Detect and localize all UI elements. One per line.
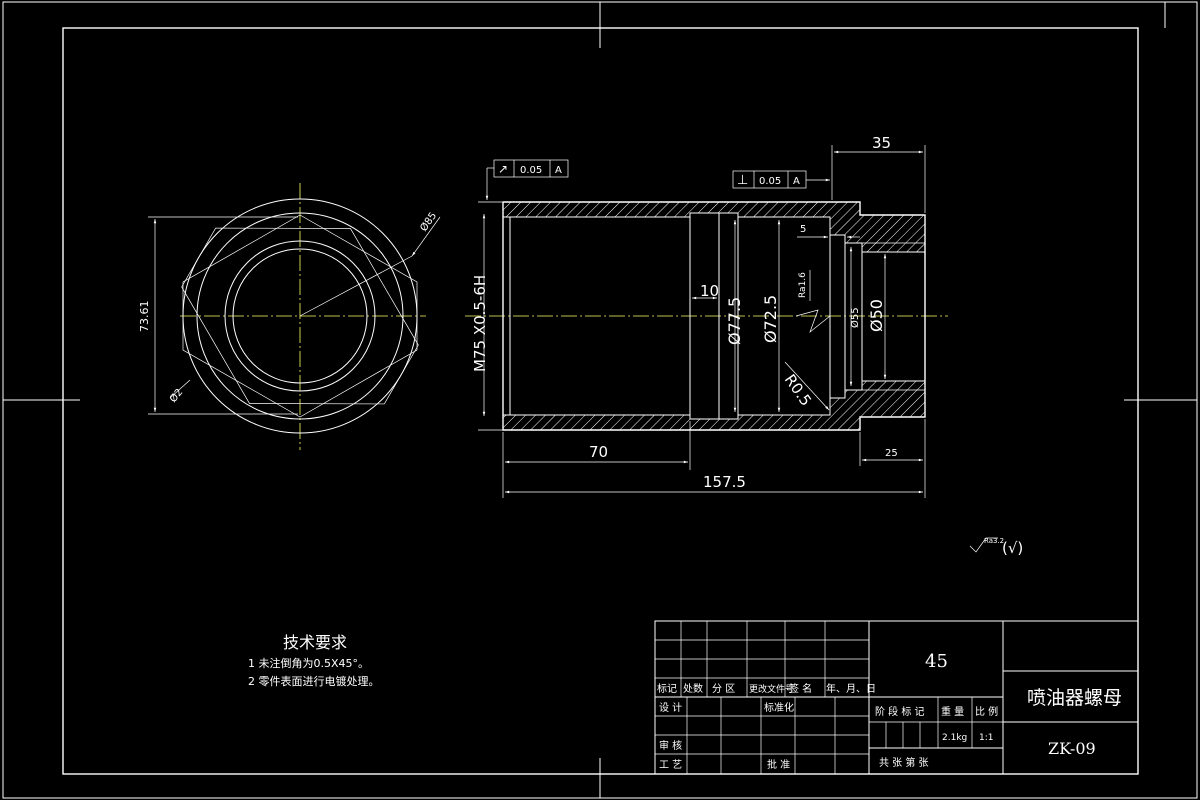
thread-label: M75 X0.5-6H <box>471 275 489 372</box>
svg-text:分 区: 分 区 <box>712 683 735 695</box>
svg-text:共 张 第 张: 共 张 第 张 <box>879 756 929 769</box>
section-view: M75 X0.5-6H Ø77.5 10 Ø72.5 Ra1.6 R0.5 5 … <box>465 134 948 498</box>
end-view-diameter-label: Ø85 <box>418 210 440 234</box>
note-2: 2 零件表面进行电镀处理。 <box>248 674 380 688</box>
runout-tolerance-frame: ↗ 0.05 A <box>485 159 569 200</box>
part-name: 喷油器螺母 <box>1027 687 1122 709</box>
svg-text:A: A <box>555 165 562 176</box>
svg-text:标记: 标记 <box>657 683 677 695</box>
svg-text:年、月、日: 年、月、日 <box>826 682 876 695</box>
perpendicular-tolerance-frame: ⊥ 0.05 A <box>732 170 830 189</box>
technical-notes: 技术要求 1 未注倒角为0.5X45°。 2 零件表面进行电镀处理。 <box>248 633 380 688</box>
svg-text:批 准: 批 准 <box>767 758 790 771</box>
weight-value: 2.1kg <box>942 733 967 743</box>
note-1: 1 未注倒角为0.5X45°。 <box>248 656 369 670</box>
side-dimension-label: 73.61 <box>138 301 151 333</box>
svg-text:设 计: 设 计 <box>659 701 682 714</box>
title-block: 标记 处数 分 区 更改文件号 签 名 年、月、日 设 计 标准化 审 核 工 … <box>654 620 1139 775</box>
radius-label: R0.5 <box>781 371 815 409</box>
dia-50-label: Ø50 <box>867 299 886 332</box>
dim-157-5-label: 157.5 <box>703 473 746 491</box>
dia-55-label: Ø55 <box>849 307 861 328</box>
svg-text:Ra3.2: Ra3.2 <box>984 537 1004 545</box>
surface-roughness-note: Ra3.2 (√) <box>969 537 1023 557</box>
depth-5-label: 5 <box>800 224 806 235</box>
svg-text:比 例: 比 例 <box>975 705 998 718</box>
svg-text:处数: 处数 <box>683 682 703 695</box>
notes-title: 技术要求 <box>283 633 347 652</box>
svg-text:重 量: 重 量 <box>941 705 964 718</box>
svg-text:0.05: 0.05 <box>520 165 542 176</box>
material-label: 45 <box>925 651 948 672</box>
svg-text:0.05: 0.05 <box>759 176 781 187</box>
dim-70-label: 70 <box>589 443 608 461</box>
scale-value: 1:1 <box>979 733 993 743</box>
svg-text:A: A <box>793 176 800 187</box>
end-view: Ø85 73.61 Ø2 <box>138 183 441 450</box>
groove-width-label: 10 <box>700 282 719 300</box>
svg-text:更改文件号: 更改文件号 <box>749 683 794 695</box>
svg-text:工 艺: 工 艺 <box>659 759 682 771</box>
dia-72-5-label: Ø72.5 <box>761 295 780 343</box>
dia-77-5-label: Ø77.5 <box>725 297 744 345</box>
svg-text:↗: ↗ <box>498 162 508 176</box>
roughness-label: Ra1.6 <box>798 272 808 298</box>
svg-text:审 核: 审 核 <box>659 739 682 752</box>
dim-35-label: 35 <box>872 134 891 152</box>
svg-text:⊥: ⊥ <box>737 173 748 188</box>
dim-25-label: 25 <box>885 448 898 459</box>
flat-dimension-label: Ø2 <box>167 386 185 405</box>
drawing-number: ZK-09 <box>1048 739 1096 758</box>
svg-text:标准化: 标准化 <box>764 701 794 714</box>
svg-text:(√): (√) <box>1002 539 1023 557</box>
svg-text:阶 段 标 记: 阶 段 标 记 <box>875 705 925 718</box>
svg-text:签 名: 签 名 <box>789 682 812 695</box>
